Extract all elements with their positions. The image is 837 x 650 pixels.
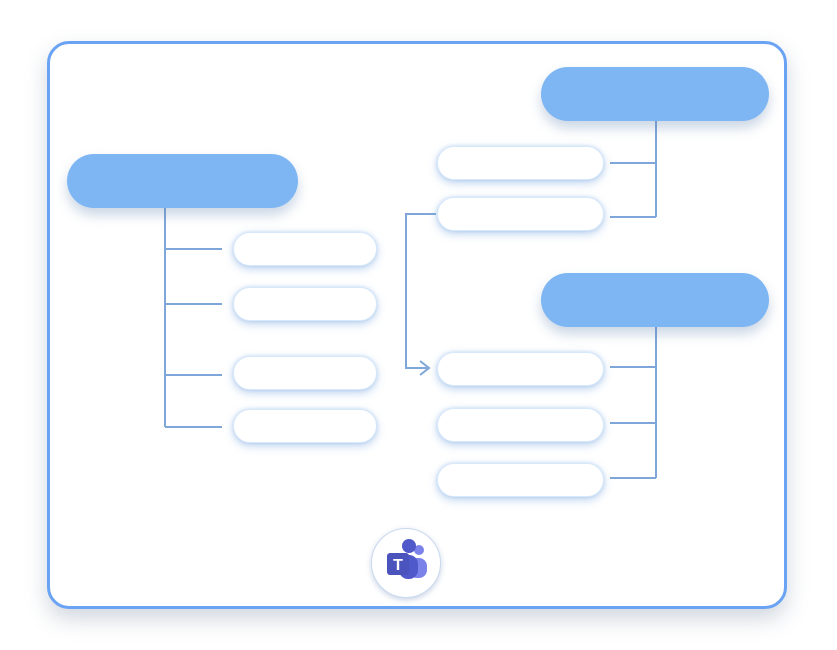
left-group-item-4 — [233, 409, 377, 443]
left-group-item-1 — [233, 232, 377, 266]
teams-logo-badge: T — [371, 528, 441, 598]
left-group-item-3 — [233, 356, 377, 390]
top-right-group-item-1 — [437, 146, 604, 180]
bottom-right-group-item-3 — [437, 463, 604, 497]
microsoft-teams-icon: T — [387, 539, 427, 579]
bottom-right-group-item-2 — [437, 408, 604, 442]
bottom-right-group-header — [541, 273, 769, 327]
top-right-group-item-2 — [437, 197, 604, 231]
top-right-group-header — [541, 67, 769, 121]
teams-letter: T — [393, 557, 403, 574]
bottom-right-group-item-1 — [437, 352, 604, 386]
left-group-header — [67, 154, 298, 208]
left-group-item-2 — [233, 287, 377, 321]
